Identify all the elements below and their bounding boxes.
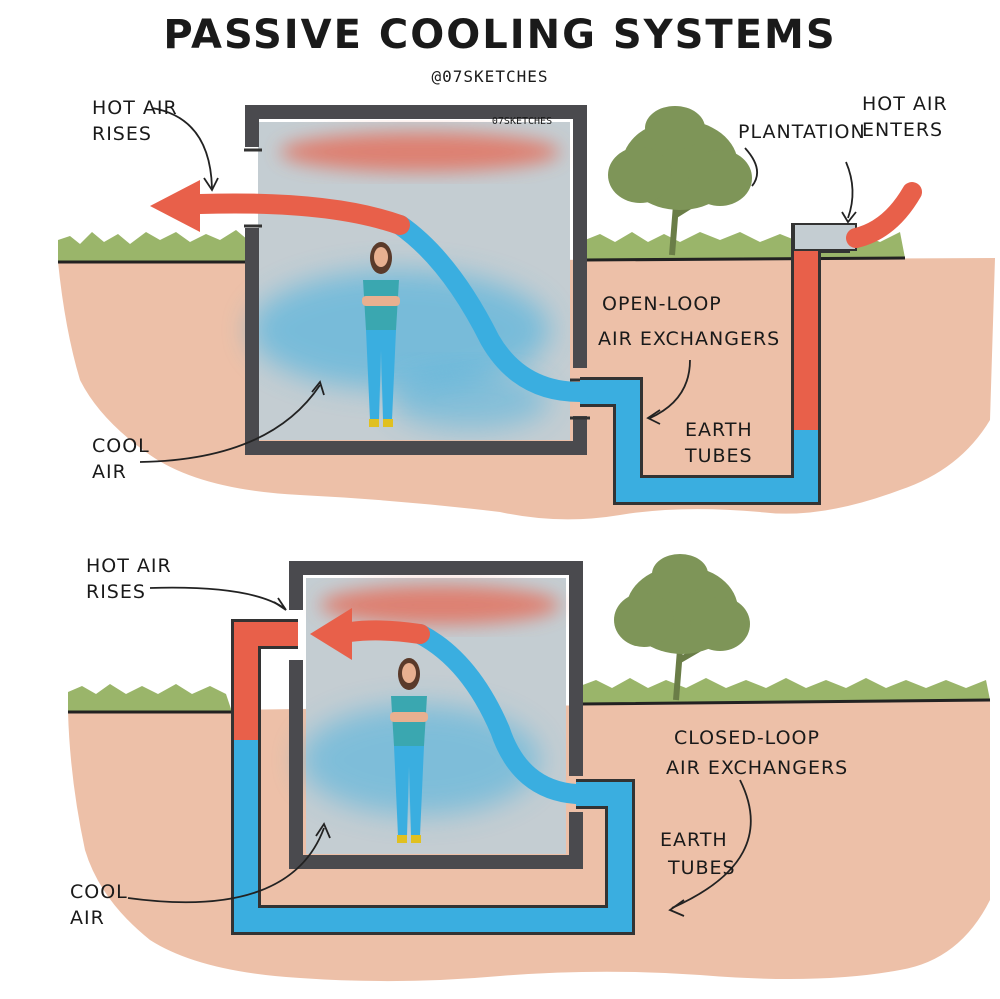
person-bottom bbox=[390, 658, 428, 843]
tree-bottom bbox=[614, 554, 750, 701]
label-hot-air-enters-2: ENTERS bbox=[862, 119, 943, 141]
airflow-cool-top bbox=[390, 215, 590, 402]
author-handle: @07SKETCHES bbox=[432, 67, 549, 86]
label-hot-air-enters-1: HOT AIR bbox=[862, 93, 948, 115]
label-hot-air-rises-top: HOT AIR bbox=[92, 97, 178, 119]
watermark-top: 07SKETCHES bbox=[492, 116, 552, 127]
hot-air-arrowhead-top bbox=[150, 180, 200, 232]
label-cool-air-top-1: COOL bbox=[92, 435, 150, 457]
room-walls-bottom bbox=[289, 561, 583, 869]
label-hot-air-rises-bottom-2: RISES bbox=[86, 581, 146, 603]
tree-top bbox=[608, 106, 752, 256]
label-cool-air-bottom-2: AIR bbox=[70, 907, 105, 929]
label-plantation-top: PLANTATION bbox=[738, 121, 866, 143]
grass-left-bottom bbox=[68, 684, 232, 712]
person-top bbox=[362, 242, 400, 427]
label-earth-tubes-top-2: TUBES bbox=[684, 445, 753, 467]
label-cool-air-top-2: AIR bbox=[92, 461, 127, 483]
label-cool-air-bottom-1: COOL bbox=[70, 881, 128, 903]
ground-line-bottom bbox=[68, 698, 991, 714]
room-walls-top bbox=[245, 105, 587, 455]
label-earth-tubes-bottom-1: EARTH bbox=[660, 829, 728, 851]
hot-air-cloud-top bbox=[280, 132, 560, 172]
ground-line-top bbox=[58, 256, 906, 264]
label-closed-loop-2: AIR EXCHANGERS bbox=[666, 757, 848, 779]
label-hot-air-rises-top-2: RISES bbox=[92, 123, 152, 145]
label-closed-loop-1: CLOSED-LOOP bbox=[674, 727, 820, 749]
label-earth-tubes-bottom-2: TUBES bbox=[667, 857, 736, 879]
page-title: PASSIVE COOLING SYSTEMS bbox=[163, 12, 836, 58]
hot-air-arrowhead-bottom bbox=[310, 608, 352, 660]
label-hot-air-rises-bottom-1: HOT AIR bbox=[86, 555, 172, 577]
bottom-panel: HOT AIR RISES CLOSED-LOOP AIR EXCHANGERS… bbox=[68, 554, 991, 982]
label-open-loop-2: AIR EXCHANGERS bbox=[598, 328, 780, 350]
grass-right-bottom bbox=[580, 678, 990, 704]
airflow-hot-top bbox=[190, 193, 410, 235]
label-earth-tubes-top-1: EARTH bbox=[685, 419, 753, 441]
airflow-cool-bottom bbox=[410, 624, 586, 804]
airflow-hot-bottom bbox=[340, 620, 430, 644]
top-panel: 07SKETCHES H bbox=[58, 93, 995, 520]
grass-left-top bbox=[58, 230, 248, 262]
label-open-loop-1: OPEN-LOOP bbox=[602, 293, 722, 315]
hot-air-cloud-bottom bbox=[320, 585, 560, 625]
